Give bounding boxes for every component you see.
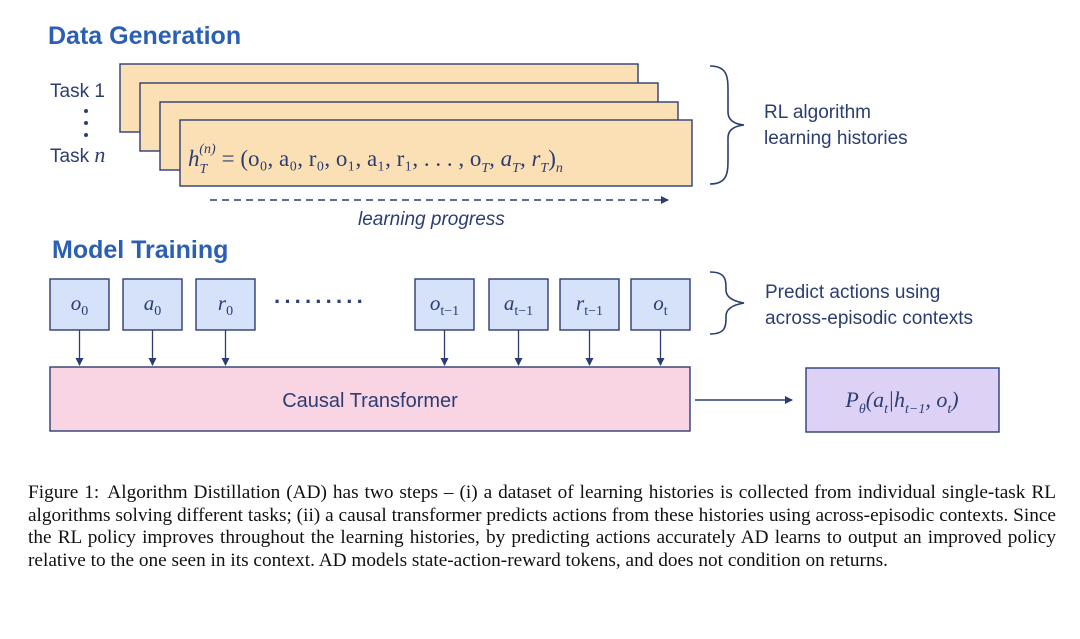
token-a-t-minus-1-box <box>488 278 549 331</box>
token-row: o0 a0 r0 ot−1 at−1 rt−1 ot <box>49 278 691 366</box>
token-o-t-label: ot <box>653 291 668 319</box>
token-ellipsis: ········· <box>274 289 367 314</box>
task-1-label: Task 1 <box>50 81 105 102</box>
prediction-brace <box>709 271 745 335</box>
token-o-0-label: o0 <box>71 291 89 319</box>
prediction-brace-label-1: Predict actions using <box>765 282 940 303</box>
history-card-n <box>179 119 693 187</box>
token-a-t-minus-1-label: at−1 <box>504 291 533 319</box>
token-o-0-box <box>49 278 110 331</box>
causal-transformer-box <box>49 366 691 432</box>
history-brace-label-1: RL algorithm <box>764 102 871 123</box>
task-n-label: Task n <box>50 142 105 167</box>
causal-transformer-label: Causal Transformer <box>282 390 458 412</box>
token-r-t-minus-1-box <box>559 278 620 331</box>
figure-caption: Figure 1:Algorithm Distillation (AD) has… <box>28 482 1056 572</box>
vertical-ellipsis <box>84 109 88 137</box>
learning-progress-label: learning progress <box>358 209 505 230</box>
token-a-0-box <box>122 278 183 331</box>
caption-label: Figure 1: <box>28 482 100 503</box>
data-generation-heading: Data Generation <box>48 22 241 50</box>
policy-output-formula: Pθ(at|ht−1, ot) <box>844 387 958 417</box>
caption-text: Algorithm Distillation (AD) has two step… <box>28 482 1056 571</box>
history-brace <box>709 65 745 185</box>
ad-diagram: Data Generation Task 1 Task n hT(n)= (o₀… <box>48 22 1000 433</box>
history-formula: hT(n)= (o₀, a₀, r₀, o₁, a₁, r₁, . . . , … <box>188 142 563 177</box>
policy-output-box <box>805 367 1000 433</box>
token-o-t-minus-1-label: ot−1 <box>430 291 459 319</box>
prediction-brace-label-2: across-episodic contexts <box>765 308 973 329</box>
token-r-t-minus-1-label: rt−1 <box>576 291 603 319</box>
token-r-0-label: r0 <box>218 291 233 319</box>
history-brace-label-2: learning histories <box>764 128 908 149</box>
model-training-heading: Model Training <box>52 236 228 264</box>
token-a-0-label: a0 <box>144 291 162 319</box>
